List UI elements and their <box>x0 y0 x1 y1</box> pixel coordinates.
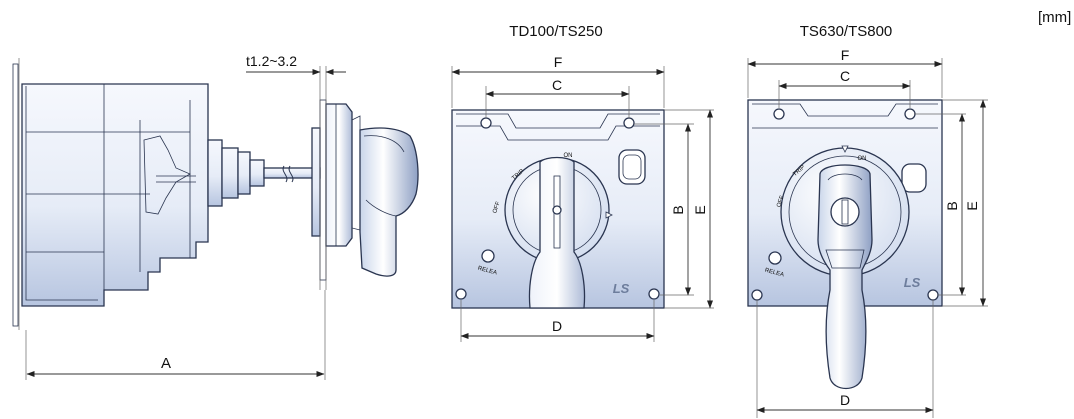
mounting-plate <box>12 63 19 327</box>
td-dial-off: OFF <box>492 201 502 215</box>
td-rotary-handle <box>528 156 586 309</box>
ts-screw-top-right <box>904 108 916 120</box>
td-dim-B: B <box>670 205 686 214</box>
ts-dim-E: E <box>964 201 980 210</box>
mechanism <box>143 135 191 215</box>
coupling-3 <box>237 151 251 195</box>
td-dim-E: E <box>692 205 708 214</box>
depth-label-A: A <box>161 355 171 372</box>
td-screw-top-left <box>480 117 492 129</box>
ts-view-title: TS630/TS800 <box>800 23 893 40</box>
ts-dial-off: OFF <box>776 195 786 209</box>
ts-lock-window <box>901 163 927 193</box>
ts-dim-F: F <box>841 47 850 63</box>
door-panel <box>319 99 327 281</box>
coupling-2 <box>221 147 239 199</box>
td-dim-F: F <box>554 54 563 70</box>
td-release-label: RELEA <box>477 266 498 277</box>
ts-dimensions: F C B E D <box>747 47 988 418</box>
side-dimensions: t1.2~3.2 A <box>25 53 346 380</box>
td-screw-top-right <box>623 117 635 129</box>
rotary-handle <box>359 127 419 277</box>
coupling-4 <box>249 159 265 187</box>
thickness-label: t1.2~3.2 <box>246 53 297 69</box>
ts-lever-handle <box>817 164 873 390</box>
ts-release-button <box>768 251 782 265</box>
td-ls-logo: LS <box>613 281 630 296</box>
handle-gasket <box>311 127 321 237</box>
td-dim-C: C <box>552 77 562 93</box>
handle-flange <box>325 103 353 247</box>
ts-dim-B: B <box>944 201 960 210</box>
td-screw-bottom-right <box>648 288 660 300</box>
td-dim-D: D <box>552 318 562 334</box>
td-release-button <box>481 249 495 263</box>
td-front-view: TRIP OFF ON RELEA LS <box>451 109 665 309</box>
td-dial-on: ON <box>564 153 573 159</box>
ts-ls-logo: LS <box>904 275 921 290</box>
side-view <box>12 58 419 330</box>
td-lock-window <box>618 149 646 185</box>
td-view-title: TD100/TS250 <box>509 23 602 40</box>
ts-dim-C: C <box>840 68 850 84</box>
ts-front-view: TRIP OFF ON RELEA LS <box>747 99 943 390</box>
ts-screw-bottom-right <box>927 289 939 301</box>
td-dimensions: F C B E D <box>451 54 714 342</box>
break-line <box>282 165 288 183</box>
td-screw-bottom-left <box>455 288 467 300</box>
ts-screw-bottom-left <box>751 289 763 301</box>
unit-label: [mm] <box>1038 9 1071 26</box>
ts-screw-top-left <box>773 108 785 120</box>
ts-release-label: RELEA <box>764 268 785 279</box>
ts-dim-D: D <box>840 392 850 408</box>
breaker-body <box>21 83 209 307</box>
ts-dial-on: ON <box>858 156 867 162</box>
coupling-1 <box>207 139 223 207</box>
